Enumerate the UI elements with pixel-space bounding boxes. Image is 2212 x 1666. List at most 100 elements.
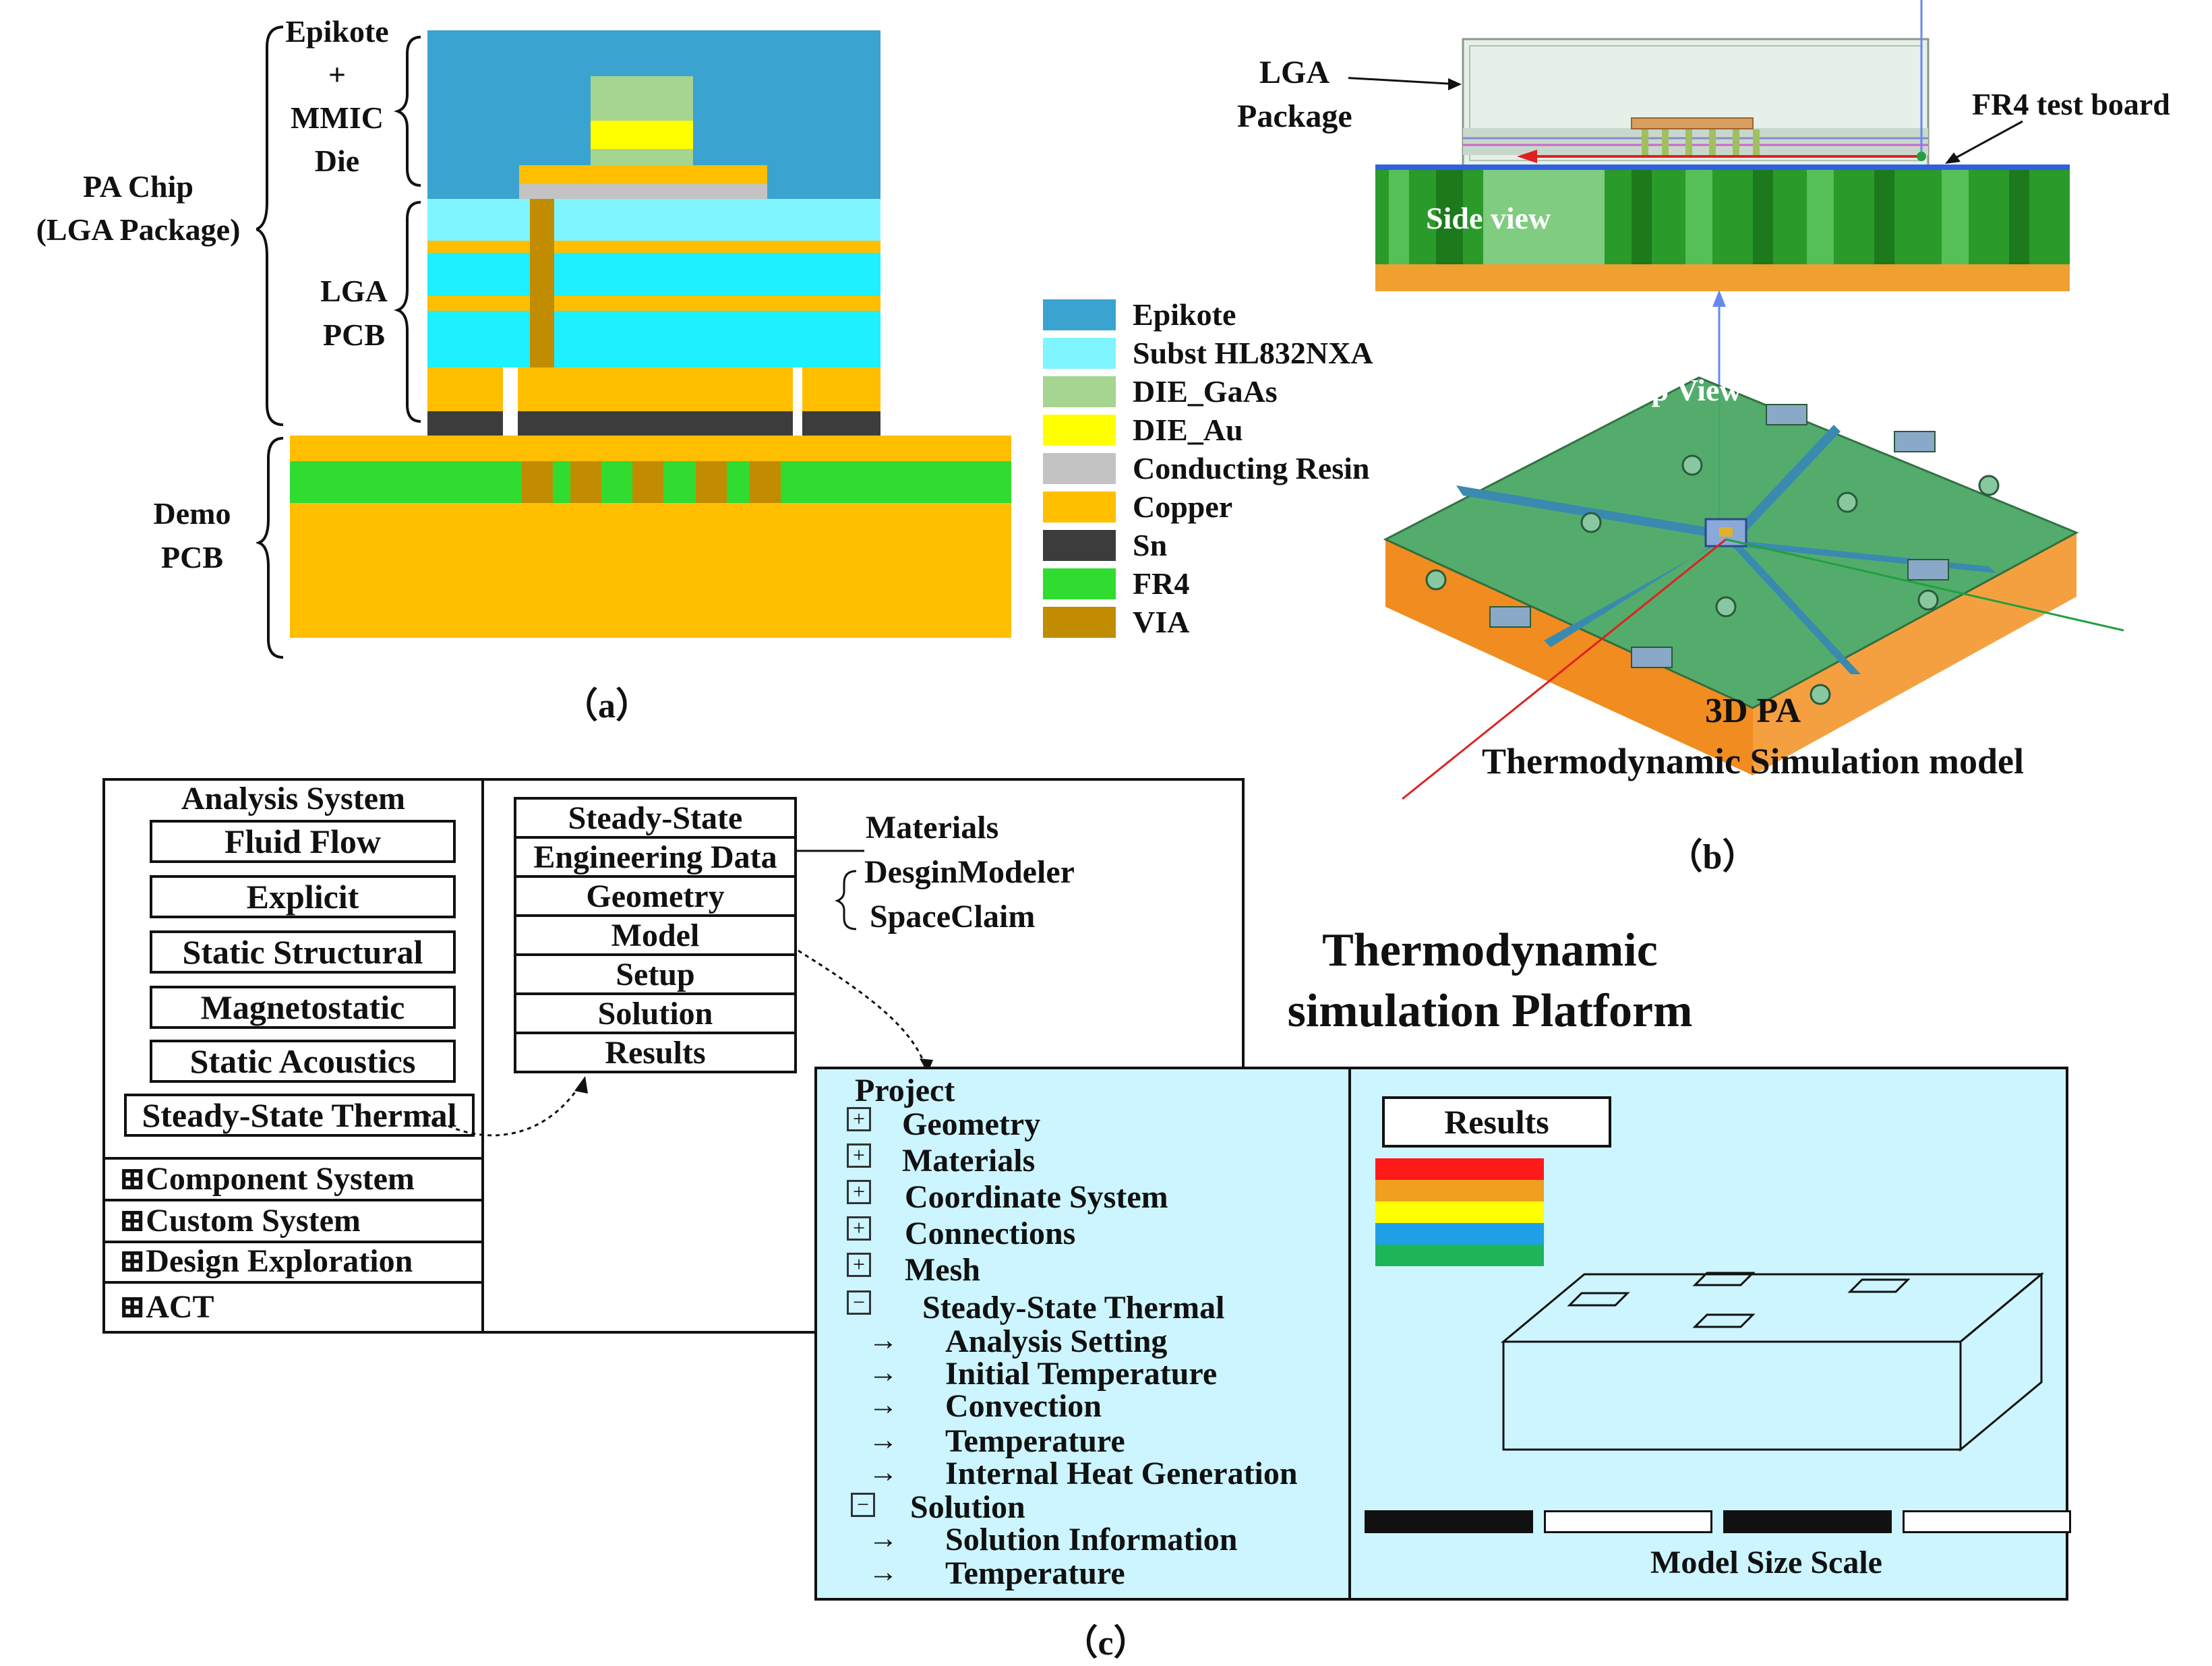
sn-left (427, 411, 503, 436)
note-materials: Materials (866, 810, 999, 845)
label-demo: Demo (153, 496, 231, 531)
demo-via (696, 461, 727, 503)
expand-icon[interactable]: + (847, 1253, 871, 1277)
analysis-item-static-structural[interactable]: Static Structural (150, 930, 456, 974)
arrow-right-icon: → (868, 1456, 898, 1489)
subst-layer-1 (427, 199, 880, 241)
legend-swatch-subst (1043, 338, 1116, 369)
analysis-item-fluid-flow[interactable]: Fluid Flow (150, 820, 456, 863)
copper-pad-mid (518, 367, 793, 411)
die-gaas (591, 76, 693, 121)
system-design-exploration[interactable]: ⊞Design Exploration (119, 1243, 413, 1279)
label-demo-pcb: PCB (161, 540, 223, 574)
workflow-solution[interactable]: Solution (514, 992, 797, 1034)
scale-segment-white (1903, 1510, 2071, 1533)
copper-layer-1 (427, 241, 880, 253)
legend-swatch-au (1043, 415, 1116, 446)
frame-divider (481, 778, 484, 1334)
lga-via (530, 199, 554, 367)
legend-swatch-sn (1043, 530, 1116, 561)
color-band-orange (1375, 1180, 1544, 1201)
arrow-right-icon: → (868, 1323, 898, 1357)
system-custom[interactable]: ⊞Custom System (119, 1203, 361, 1239)
collapse-icon[interactable]: − (851, 1493, 875, 1517)
tree-child-label: Solution Information (945, 1522, 1238, 1557)
project-heading: Project (855, 1073, 955, 1108)
tree-child-label: Temperature (945, 1555, 1125, 1591)
brace-demo-pcb (256, 437, 284, 659)
legend-swatch-fr4 (1043, 568, 1116, 599)
demo-copper-bottom (290, 503, 1011, 638)
workflow-geometry[interactable]: Geometry (514, 875, 797, 917)
subst-layer-3 (427, 311, 880, 367)
conducting-resin (519, 184, 767, 199)
label-mmic: MMIC (291, 100, 384, 135)
copper-die-pad (519, 165, 767, 184)
legend-label-gaas: DIE_GaAs (1133, 374, 1278, 409)
die-au (591, 121, 693, 149)
sn-right (802, 411, 880, 436)
tree-label: Materials (902, 1143, 1036, 1179)
analysis-item-static-acoustics[interactable]: Static Acoustics (150, 1040, 456, 1083)
platform-title-line2: simulation Platform (1287, 985, 1693, 1037)
expand-icon[interactable]: + (847, 1107, 871, 1131)
workflow-model[interactable]: Model (514, 914, 797, 956)
connector-lines (427, 850, 933, 1137)
analysis-frame (102, 778, 1245, 1334)
analysis-system-heading: Analysis System (181, 781, 406, 816)
tree-child-label: Temperature (945, 1423, 1125, 1459)
color-band-green (1375, 1245, 1544, 1266)
tree-child-label: Convection (945, 1388, 1102, 1424)
arrow-right-icon: → (868, 1356, 898, 1389)
copper-layer-2 (427, 296, 880, 311)
label-side-view: Side view (1426, 201, 1551, 235)
label-lga-package: (LGA Package) (36, 212, 241, 247)
copper-pad-left (427, 367, 503, 411)
color-band-red (1375, 1158, 1544, 1180)
legend-label-epikote: Epikote (1133, 297, 1236, 332)
arrow-right-icon: → (868, 1423, 898, 1456)
color-band-blue (1375, 1223, 1544, 1245)
caption-a: （a） (562, 687, 651, 725)
legend-swatch-copper (1043, 492, 1116, 523)
layer-stack-diagram (256, 26, 1011, 659)
analysis-item-steady-state-thermal[interactable]: Steady-State Thermal (124, 1094, 475, 1137)
label-thermo-model: Thermodynamic Simulation model (1481, 741, 2025, 781)
legend-label-copper: Copper (1133, 489, 1233, 524)
legend-label-sn: Sn (1133, 528, 1168, 562)
tree-label: Geometry (902, 1106, 1041, 1142)
analysis-item-magnetostatic[interactable]: Magnetostatic (150, 986, 456, 1029)
arrow-right-icon: → (868, 1555, 898, 1588)
expand-icon[interactable]: + (847, 1216, 871, 1241)
legend-swatch-resin (1043, 453, 1116, 484)
tree-child-label: Internal Heat Generation (945, 1456, 1298, 1491)
collapse-icon[interactable]: − (847, 1290, 871, 1315)
expand-icon[interactable]: + (847, 1143, 871, 1168)
demo-via (522, 461, 553, 503)
scale-segment-black (1723, 1510, 1892, 1533)
systems-divider (102, 1157, 484, 1160)
sn-mid (518, 411, 793, 436)
model-size-scale-label: Model Size Scale (1650, 1545, 1882, 1580)
demo-via (570, 461, 601, 503)
tree-child-label: Initial Temperature (945, 1356, 1218, 1392)
expand-icon[interactable]: + (847, 1180, 871, 1204)
workflow-results[interactable]: Results (514, 1032, 797, 1073)
tree-child-label: Analysis Setting (945, 1323, 1168, 1359)
legend-swatch-via (1043, 607, 1116, 638)
arrow-right-icon: → (868, 1388, 898, 1421)
tree-label: Connections (905, 1216, 1076, 1251)
label-fr4-test-board: FR4 test board (1972, 87, 2170, 121)
system-component[interactable]: ⊞Component System (119, 1161, 415, 1197)
results-button[interactable]: Results (1382, 1096, 1611, 1148)
system-act[interactable]: ⊞ACT (119, 1289, 214, 1325)
note-spaceclaim: SpaceClaim (870, 899, 1036, 934)
legend-label-fr4: FR4 (1133, 566, 1190, 601)
caption-b: （b） (1667, 838, 1758, 876)
analysis-item-explicit[interactable]: Explicit (150, 875, 456, 918)
label-3d-pa: 3D PA (1704, 692, 1801, 730)
top-view-3d-model (1383, 290, 2124, 800)
label-die: Die (314, 144, 360, 178)
label-epikote: Epikote (285, 14, 389, 49)
systems-divider (102, 1199, 484, 1201)
